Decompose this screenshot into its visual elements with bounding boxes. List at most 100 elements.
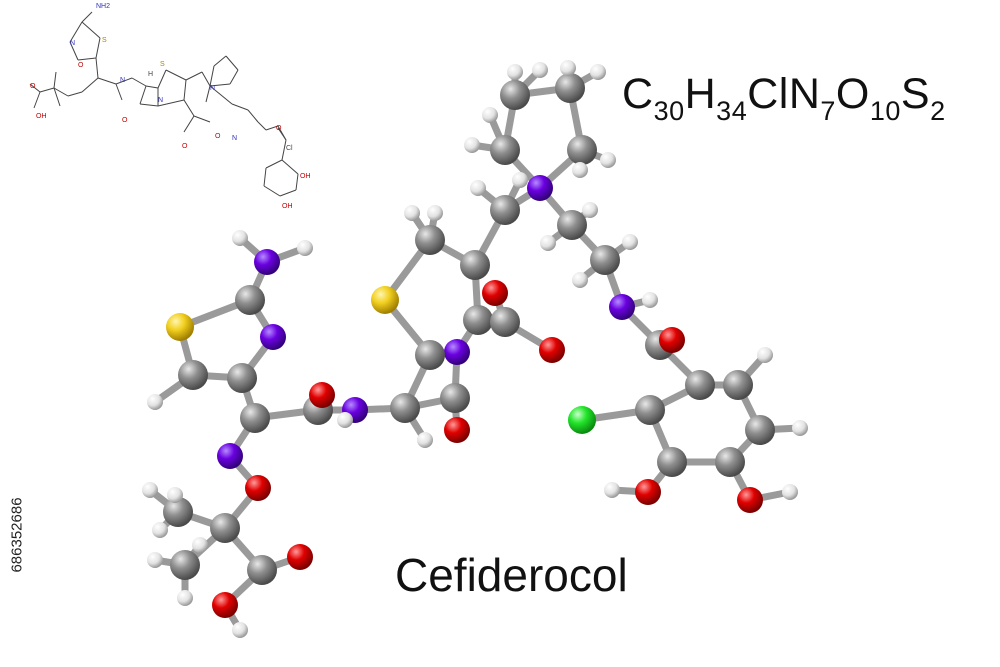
- skeletal-bond-42: [265, 125, 279, 131]
- skeletal-label-18: O: [30, 83, 36, 90]
- atom-c-c8: [440, 383, 470, 413]
- skeletal-label-17: O: [276, 125, 282, 132]
- skeletal-label-15: OH: [282, 203, 293, 210]
- skeletal-bond-12: [53, 87, 61, 107]
- skeletal-bond-39: [231, 103, 249, 111]
- skeletal-bond-33: [205, 85, 211, 103]
- skeletal-bond-4: [69, 21, 83, 43]
- atom-o-ob: [659, 327, 685, 353]
- atom-c-pc4: [567, 135, 597, 165]
- formula-subscript-4: 2: [930, 96, 946, 126]
- atom-n-nb: [609, 294, 635, 320]
- model-atoms: [142, 60, 808, 638]
- formula-element-4: S: [900, 70, 931, 118]
- skeletal-bond-30: [185, 71, 203, 81]
- skeletal-bond-29: [193, 115, 211, 123]
- skeletal-bond-15: [97, 77, 117, 85]
- formula-element-2: ClN: [747, 70, 821, 118]
- atom-o-oh2: [737, 487, 763, 513]
- skeletal-bond-18: [131, 77, 147, 87]
- atom-h-hp8: [572, 162, 588, 178]
- skeletal-bond-0: [81, 21, 101, 39]
- atom-h-hn2: [297, 240, 313, 256]
- skeletal-bond-19: [139, 85, 147, 105]
- skeletal-label-3: O: [78, 62, 84, 69]
- atom-c-cq: [210, 513, 240, 543]
- atom-c-a6: [723, 370, 753, 400]
- skeletal-bond-40: [247, 109, 259, 123]
- atom-h-hoh1: [604, 482, 620, 498]
- atom-h-hp5: [560, 60, 576, 76]
- skeletal-bond-46: [295, 173, 299, 191]
- atom-h-h5: [147, 394, 163, 410]
- skeletal-bond-49: [263, 167, 267, 187]
- atom-c-thc5: [178, 360, 208, 390]
- skeletal-bond-28: [183, 115, 195, 133]
- atom-c-c6: [415, 340, 445, 370]
- skeletal-bond-31: [201, 71, 211, 87]
- formula-subscript-3: 10: [869, 96, 901, 126]
- atom-n-nox: [217, 443, 243, 469]
- atom-o-o8: [444, 417, 470, 443]
- skeletal-bond-22: [145, 85, 159, 89]
- atom-c-cco: [247, 555, 277, 585]
- atom-o-oam: [309, 382, 335, 408]
- formula-subscript-0: 30: [653, 96, 685, 126]
- atom-h-h7: [417, 432, 433, 448]
- atom-n-np: [527, 175, 553, 201]
- atom-h-hp2: [482, 107, 498, 123]
- atom-c-pc1: [490, 135, 520, 165]
- atom-o-ocd: [287, 544, 313, 570]
- skeletal-label-12: OH: [36, 113, 47, 120]
- atom-h-he3: [572, 272, 588, 288]
- skeletal-label-7: N: [158, 97, 163, 104]
- skeletal-label-6: S: [160, 61, 165, 68]
- skeletal-bond-34: [209, 85, 233, 105]
- atom-h-ha6: [757, 347, 773, 363]
- molecule-name: Cefiderocol: [395, 549, 628, 601]
- skeletal-bond-10: [39, 87, 55, 93]
- atom-c-cox: [240, 403, 270, 433]
- atom-h-hnb: [642, 292, 658, 308]
- skeletal-bond-47: [279, 189, 297, 197]
- molecular-formula: C30H34ClN7O10S2: [622, 70, 946, 126]
- atom-c-ce1: [557, 210, 587, 240]
- skeletal-bond-48: [263, 185, 281, 197]
- atom-h-h2a: [427, 205, 443, 221]
- atom-h-hp6: [590, 64, 606, 80]
- atom-c-thc2: [235, 285, 265, 315]
- atom-h-h2b: [404, 205, 420, 221]
- formula-element-0: C: [622, 70, 654, 118]
- skeletal-bond-50: [265, 159, 283, 169]
- atom-h-hnam: [337, 412, 353, 428]
- atom-h-ha5: [792, 420, 808, 436]
- atom-c-me2: [170, 550, 200, 580]
- skeletal-label-10: O: [182, 143, 188, 150]
- atom-h-hoh: [232, 622, 248, 638]
- skeletal-bond-17: [115, 77, 133, 85]
- atom-h-he2: [582, 202, 598, 218]
- skeletal-bond-11: [53, 71, 57, 89]
- stock-id-text: 686352686: [8, 497, 26, 573]
- skeletal-bond-41: [257, 121, 267, 131]
- skeletal-label-16: N: [232, 135, 237, 142]
- skeletal-bond-25: [183, 79, 187, 101]
- atom-c-a1: [685, 370, 715, 400]
- skeletal-bond-38: [209, 65, 215, 87]
- atom-c-thc4: [227, 363, 257, 393]
- atom-h-h12: [167, 487, 183, 503]
- skeletal-bond-14: [29, 83, 41, 93]
- atom-h-he4: [622, 234, 638, 250]
- skeletal-label-14: OH: [300, 173, 311, 180]
- skeletal-bond-8: [67, 91, 83, 97]
- skeletal-label-5: H: [148, 71, 153, 78]
- skeletal-label-4: N: [120, 77, 125, 84]
- atom-h-hp7: [600, 152, 616, 168]
- skeletal-label-2: S: [102, 37, 107, 44]
- skeletal-label-11: O: [215, 133, 221, 140]
- atom-o-ox1: [482, 280, 508, 306]
- atom-o-oox: [245, 475, 271, 501]
- skeletal-bond-51: [277, 127, 287, 141]
